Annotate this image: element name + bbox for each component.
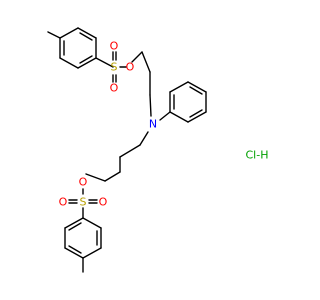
bond-bottom-chain-1 xyxy=(139,131,149,146)
structure-diagram: O S O O N O O S O Cl-H xyxy=(47,27,269,273)
atom-o-bottom-2: O xyxy=(99,196,108,209)
atom-s-top: S xyxy=(111,61,118,74)
bond-bottom-ring-6 xyxy=(64,217,84,229)
bond-top-ring-inner-1 xyxy=(79,32,93,41)
bond-top-chain-1 xyxy=(131,51,143,63)
bond-bottom-ring-4 xyxy=(64,247,84,259)
bond-top-ring-5 xyxy=(59,57,79,69)
atom-s-bottom: S xyxy=(80,196,87,209)
atom-o-bottom-1: O xyxy=(59,196,68,209)
bond-phenyl-3 xyxy=(187,81,207,93)
atom-n-center: N xyxy=(149,118,157,131)
atom-o-top-2: O xyxy=(110,82,119,95)
atom-o-bottom-ester: O xyxy=(79,176,88,189)
bond-top-chain-4 xyxy=(149,94,152,117)
bond-n-phenyl xyxy=(159,111,171,121)
bond-top-ring-s xyxy=(95,57,114,68)
bond-phenyl-5 xyxy=(187,111,207,123)
bond-top-ring-2 xyxy=(77,27,97,39)
bond-bottom-ring-1 xyxy=(82,217,102,229)
bond-bottom-ring-inner-2 xyxy=(68,245,82,254)
atom-o-top-ester: O xyxy=(126,61,135,74)
bond-top-ring-inner-2 xyxy=(79,55,93,64)
bond-top-chain-2 xyxy=(141,51,151,73)
bond-top-methyl xyxy=(47,31,61,39)
molecule-canvas: O S O O N O O S O Cl-H xyxy=(47,27,269,273)
bond-phenyl-inner-3 xyxy=(189,109,203,118)
bond-top-ring-1 xyxy=(59,27,79,39)
atom-o-top-1: O xyxy=(110,40,119,53)
bonds xyxy=(47,27,207,273)
bond-bottom-chain-4 xyxy=(104,171,121,182)
bond-bottom-ring-inner-3 xyxy=(68,222,82,231)
bond-phenyl-2 xyxy=(169,81,189,93)
atom-labels: O S O O N O O S O Cl-H xyxy=(59,40,269,209)
bond-phenyl-inner-2 xyxy=(189,86,203,95)
bond-bottom-chain-2 xyxy=(119,144,141,158)
bond-phenyl-6 xyxy=(169,111,189,123)
bond-bottom-chain-5 xyxy=(85,173,106,182)
bond-top-ring-4 xyxy=(77,57,97,69)
hcl-label: Cl-H xyxy=(246,149,269,162)
bond-bottom-ring-3 xyxy=(82,247,102,259)
